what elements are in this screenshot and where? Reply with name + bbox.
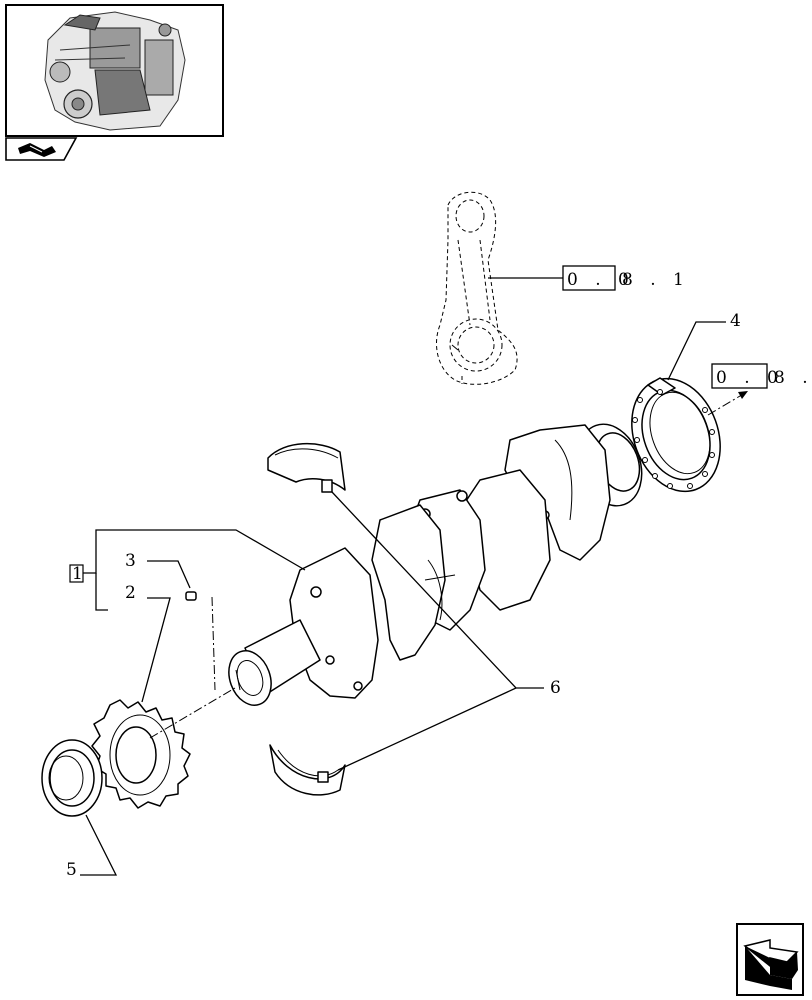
next-page-button[interactable]	[736, 923, 804, 996]
lower-main-bearing-shell	[269, 744, 346, 796]
dowel-pin	[185, 591, 197, 601]
label-item-5: 5	[66, 860, 77, 880]
upper-main-bearing-shell	[267, 442, 346, 493]
label-item-4: 4	[730, 311, 741, 331]
label-item-6: 6	[550, 678, 561, 698]
item-6-leader-lower	[337, 687, 517, 771]
rear-seal-ring	[631, 377, 721, 493]
pin-alignment	[211, 596, 216, 691]
label-item-3: 3	[125, 551, 136, 571]
engine-thumbnail-icon	[44, 11, 186, 131]
conrod-ref-suffix: 8 . 1	[622, 270, 690, 290]
open-book-icon	[18, 143, 56, 157]
item-4-leader	[667, 321, 726, 381]
item-2-leader	[141, 597, 171, 703]
item-3-leader	[147, 560, 191, 589]
engine-thumbnail[interactable]	[5, 4, 224, 137]
conrod-ref-box[interactable]	[562, 265, 616, 291]
flywheel-ref-box-text: 0 . 0	[716, 368, 784, 388]
crank-timing-gear	[91, 699, 191, 809]
connecting-rod	[436, 191, 518, 385]
flywheel-ref-box[interactable]	[711, 363, 768, 389]
item-5-leader	[80, 814, 118, 876]
label-item-1: 1	[72, 564, 83, 584]
book-tab[interactable]	[5, 137, 78, 161]
item-1-leader-bottom	[95, 573, 108, 611]
flywheel-direction	[707, 392, 746, 416]
next-page-arrow-icon	[743, 939, 799, 990]
flywheel-ref-suffix: 8 .	[774, 368, 812, 388]
conrod-ref-box-text: 0 . 0	[567, 270, 635, 290]
item-1-leader-top	[83, 529, 306, 574]
crankshaft	[228, 423, 643, 706]
front-seal	[41, 739, 103, 817]
label-item-2: 2	[125, 583, 136, 603]
